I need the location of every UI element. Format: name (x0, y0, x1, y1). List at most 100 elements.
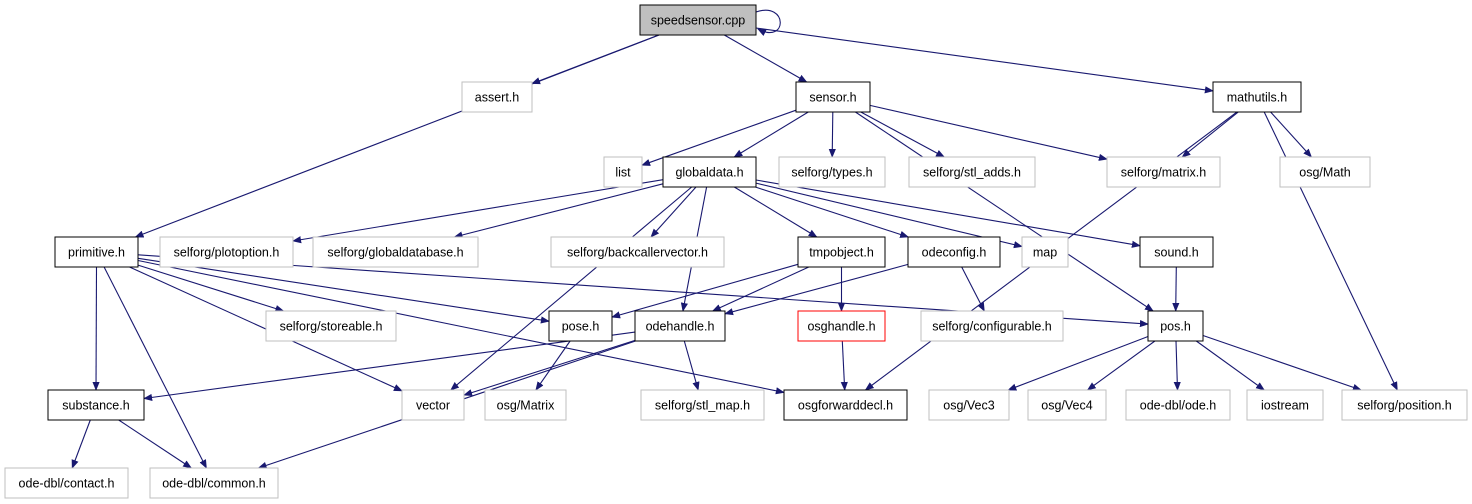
node-label: assert.h (475, 91, 520, 105)
node-osgforward[interactable]: osgforwarddecl.h (783, 389, 908, 421)
node-label: globaldata.h (675, 166, 743, 180)
node-box (149, 467, 279, 499)
node-label: selforg/stl_adds.h (923, 166, 1021, 180)
node-label: map (1033, 246, 1057, 260)
node-label: selforg/position.h (1357, 399, 1452, 413)
node-sensor[interactable]: sensor.h (795, 81, 871, 113)
edge-primitive-to-osgforward (137, 259, 785, 395)
edge-globaldata-to-backcaller (650, 186, 697, 238)
edge-sensor-to-matrix (869, 104, 1108, 161)
node-substance[interactable]: substance.h (47, 389, 145, 421)
node-types[interactable]: selforg/types.h (778, 156, 886, 188)
node-vec4[interactable]: osg/Vec4 (1027, 389, 1107, 421)
edge-pos-to-odeh (1173, 340, 1181, 391)
node-vector[interactable]: vector (401, 389, 465, 421)
node-configurable[interactable]: selforg/configurable.h (920, 310, 1064, 342)
node-position[interactable]: selforg/position.h (1341, 389, 1468, 421)
node-odeconfig[interactable]: odeconfig.h (907, 236, 1001, 268)
node-osghandle[interactable]: osghandle.h (797, 310, 886, 342)
node-pos[interactable]: pos.h (1147, 310, 1204, 342)
node-box (783, 389, 908, 421)
node-box (265, 310, 397, 342)
node-contact[interactable]: ode-dbl/contact.h (4, 467, 129, 499)
node-iostream[interactable]: iostream (1246, 389, 1324, 421)
node-label: selforg/storeable.h (280, 320, 383, 334)
edge-speedsensor-to-speedsensor (755, 9, 781, 36)
node-box (461, 81, 533, 113)
edge-substance-to-common (118, 419, 193, 469)
node-tmpobject[interactable]: tmpobject.h (797, 236, 886, 268)
node-common[interactable]: ode-dbl/common.h (149, 467, 279, 499)
node-box (401, 389, 465, 421)
edge-globaldata-to-sound (755, 179, 1141, 248)
node-stl_adds[interactable]: selforg/stl_adds.h (908, 156, 1036, 188)
node-matrix[interactable]: selforg/matrix.h (1106, 156, 1221, 188)
node-label: primitive.h (68, 246, 125, 260)
node-primitive[interactable]: primitive.h (54, 236, 139, 268)
node-map[interactable]: map (1021, 236, 1069, 268)
node-label: osgforwarddecl.h (798, 399, 893, 413)
node-label: odehandle.h (646, 320, 715, 334)
node-label: substance.h (62, 399, 129, 413)
node-odehandle[interactable]: odehandle.h (634, 310, 726, 342)
node-box (1147, 310, 1204, 342)
edge-mathutils-to-osgmath (1270, 111, 1313, 158)
node-box (639, 4, 757, 36)
node-osgmatrix[interactable]: osg/Matrix (484, 389, 567, 421)
edge-odehandle-to-vector (463, 339, 636, 397)
node-label: selforg/matrix.h (1121, 166, 1206, 180)
node-box (1139, 236, 1214, 268)
node-label: list (615, 166, 631, 180)
node-mathutils[interactable]: mathutils.h (1212, 81, 1302, 113)
edge-sensor-to-stl_adds (860, 111, 945, 158)
node-vec3[interactable]: osg/Vec3 (928, 389, 1010, 421)
edge-globaldata-to-globaldatabase (453, 183, 664, 239)
edge-odeconfig-to-odehandle (724, 263, 909, 316)
node-pose[interactable]: pose.h (548, 310, 613, 342)
edge-speedsensor-to-sensor (724, 34, 808, 83)
node-label: selforg/configurable.h (932, 320, 1052, 334)
node-label: vector (416, 399, 450, 413)
edge-odeconfig-to-configurable (961, 266, 985, 312)
nodes-layer: speedsensor.cpp assert.h sensor.h mathutils… (4, 4, 1468, 499)
edge-sensor-to-types (828, 111, 836, 158)
node-osgmath[interactable]: osg/Math (1279, 156, 1371, 188)
node-label: osghandle.h (807, 320, 875, 334)
node-box (920, 310, 1064, 342)
node-label: ode-dbl/contact.h (19, 477, 115, 491)
node-backcaller[interactable]: selforg/backcallervector.h (550, 236, 725, 268)
node-label: selforg/plotoption.h (174, 246, 280, 260)
node-list[interactable]: list (603, 156, 643, 188)
node-box (797, 236, 886, 268)
edge-pos-to-iostream (1195, 340, 1265, 391)
node-label: tmpobject.h (809, 246, 874, 260)
node-box (662, 156, 757, 188)
node-globaldata[interactable]: globaldata.h (662, 156, 757, 188)
edge-primitive-to-substance (92, 266, 100, 391)
node-box (54, 236, 139, 268)
node-globaldatabase[interactable]: selforg/globaldatabase.h (312, 236, 479, 268)
edge-sound-to-pos (1172, 266, 1180, 312)
node-sound[interactable]: sound.h (1139, 236, 1214, 268)
node-label: selforg/globaldatabase.h (327, 246, 463, 260)
node-label: selforg/stl_map.h (655, 399, 750, 413)
node-storeable[interactable]: selforg/storeable.h (265, 310, 397, 342)
edge-primitive-to-storeable (137, 264, 285, 312)
node-label: ode-dbl/ode.h (1140, 399, 1217, 413)
edge-globaldata-to-vector (450, 186, 693, 391)
node-box (603, 156, 643, 188)
node-box (159, 236, 294, 268)
node-odeh[interactable]: ode-dbl/ode.h (1125, 389, 1231, 421)
node-plotoption[interactable]: selforg/plotoption.h (159, 236, 294, 268)
edge-speedsensor-to-mathutils (755, 27, 1214, 94)
node-label: osg/Vec3 (943, 399, 994, 413)
node-label: osg/Vec4 (1041, 399, 1092, 413)
node-box (1246, 389, 1324, 421)
node-assert[interactable]: assert.h (461, 81, 533, 113)
node-label: ode-dbl/common.h (162, 477, 266, 491)
node-stl_map[interactable]: selforg/stl_map.h (640, 389, 765, 421)
node-box (1341, 389, 1468, 421)
node-speedsensor[interactable]: speedsensor.cpp (639, 4, 757, 36)
edge-globaldata-to-odeconfig (755, 186, 910, 238)
